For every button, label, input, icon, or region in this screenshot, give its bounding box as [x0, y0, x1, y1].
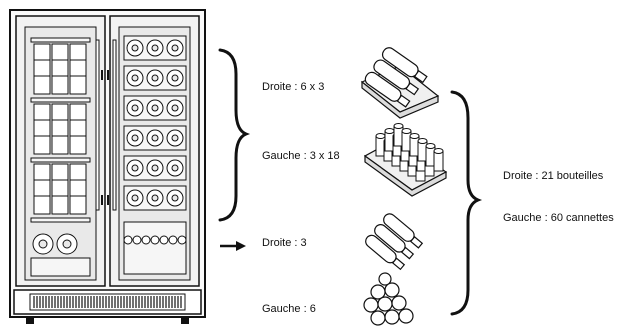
- left-shelf: [30, 217, 91, 223]
- tray-can-top: [425, 143, 436, 149]
- can-column: [51, 43, 69, 95]
- bottle-neck: [131, 44, 139, 52]
- bottle-neck: [171, 74, 179, 82]
- bottle-neck: [159, 235, 169, 245]
- brace-right-group: [450, 90, 483, 316]
- tray-can-top: [417, 138, 428, 144]
- tray-can-top: [384, 128, 395, 134]
- bottle-neck: [131, 104, 139, 112]
- can-column: [69, 43, 87, 95]
- can-column: [69, 103, 87, 155]
- brace-left-group: [218, 48, 251, 222]
- bottle-neck: [168, 235, 178, 245]
- left-bottom-label: Gauche : 6: [262, 303, 316, 315]
- bottle-rack-icon: [360, 47, 440, 119]
- tray-can-top: [409, 133, 420, 139]
- bottle-neck: [131, 194, 139, 202]
- bottle-neck: [151, 44, 159, 52]
- tray-can-top: [433, 148, 444, 154]
- bottle-neck: [151, 104, 159, 112]
- left-shelf: [30, 157, 91, 163]
- right-bottom-label: Droite : 3: [262, 237, 307, 249]
- left-capacity-label: Gauche : 60 cannettes: [503, 212, 614, 224]
- bottle-neck: [151, 134, 159, 142]
- left-shelf: [30, 37, 91, 43]
- bottle-neck: [171, 44, 179, 52]
- bottle-neck: [132, 235, 142, 245]
- bottle-neck: [131, 134, 139, 142]
- bottle-neck: [171, 134, 179, 142]
- left-bottom-tray: [30, 257, 91, 277]
- bottle-neck: [141, 235, 151, 245]
- bottles-stack-icon: [363, 272, 414, 326]
- bottles-three-icon: [365, 213, 424, 271]
- bottle-neck: [171, 194, 179, 202]
- bottle-neck: [151, 74, 159, 82]
- right-capacity-label: Droite : 21 bouteilles: [503, 170, 604, 182]
- bottle-neck: [131, 74, 139, 82]
- tray-can-top: [375, 133, 386, 139]
- bottle-neck: [131, 164, 139, 172]
- can-column: [33, 163, 51, 215]
- can-column: [51, 103, 69, 155]
- can-tray-icon: [363, 123, 448, 197]
- bottle-neck: [123, 235, 133, 245]
- can-column: [69, 163, 87, 215]
- left-shelf: [30, 97, 91, 103]
- right-shelves-label: Droite : 6 x 3: [262, 81, 325, 93]
- can-column: [51, 163, 69, 215]
- bottle-neck: [171, 164, 179, 172]
- can-column: [33, 103, 51, 155]
- right-bottom-rack: [123, 221, 187, 275]
- bottle-neck: [151, 194, 159, 202]
- can-column: [33, 43, 51, 95]
- bottle-neck: [150, 235, 160, 245]
- tray-can-top: [401, 128, 412, 134]
- bottle-neck: [62, 239, 72, 249]
- bottle-neck: [171, 104, 179, 112]
- bottle-neck: [177, 235, 187, 245]
- bottle-neck: [151, 164, 159, 172]
- left-shelves-label: Gauche : 3 x 18: [262, 150, 340, 162]
- arrow-right-icon: [220, 241, 246, 251]
- tray-can-top: [393, 123, 404, 129]
- bottle-neck: [38, 239, 48, 249]
- wine-fridge-icon: [9, 9, 206, 324]
